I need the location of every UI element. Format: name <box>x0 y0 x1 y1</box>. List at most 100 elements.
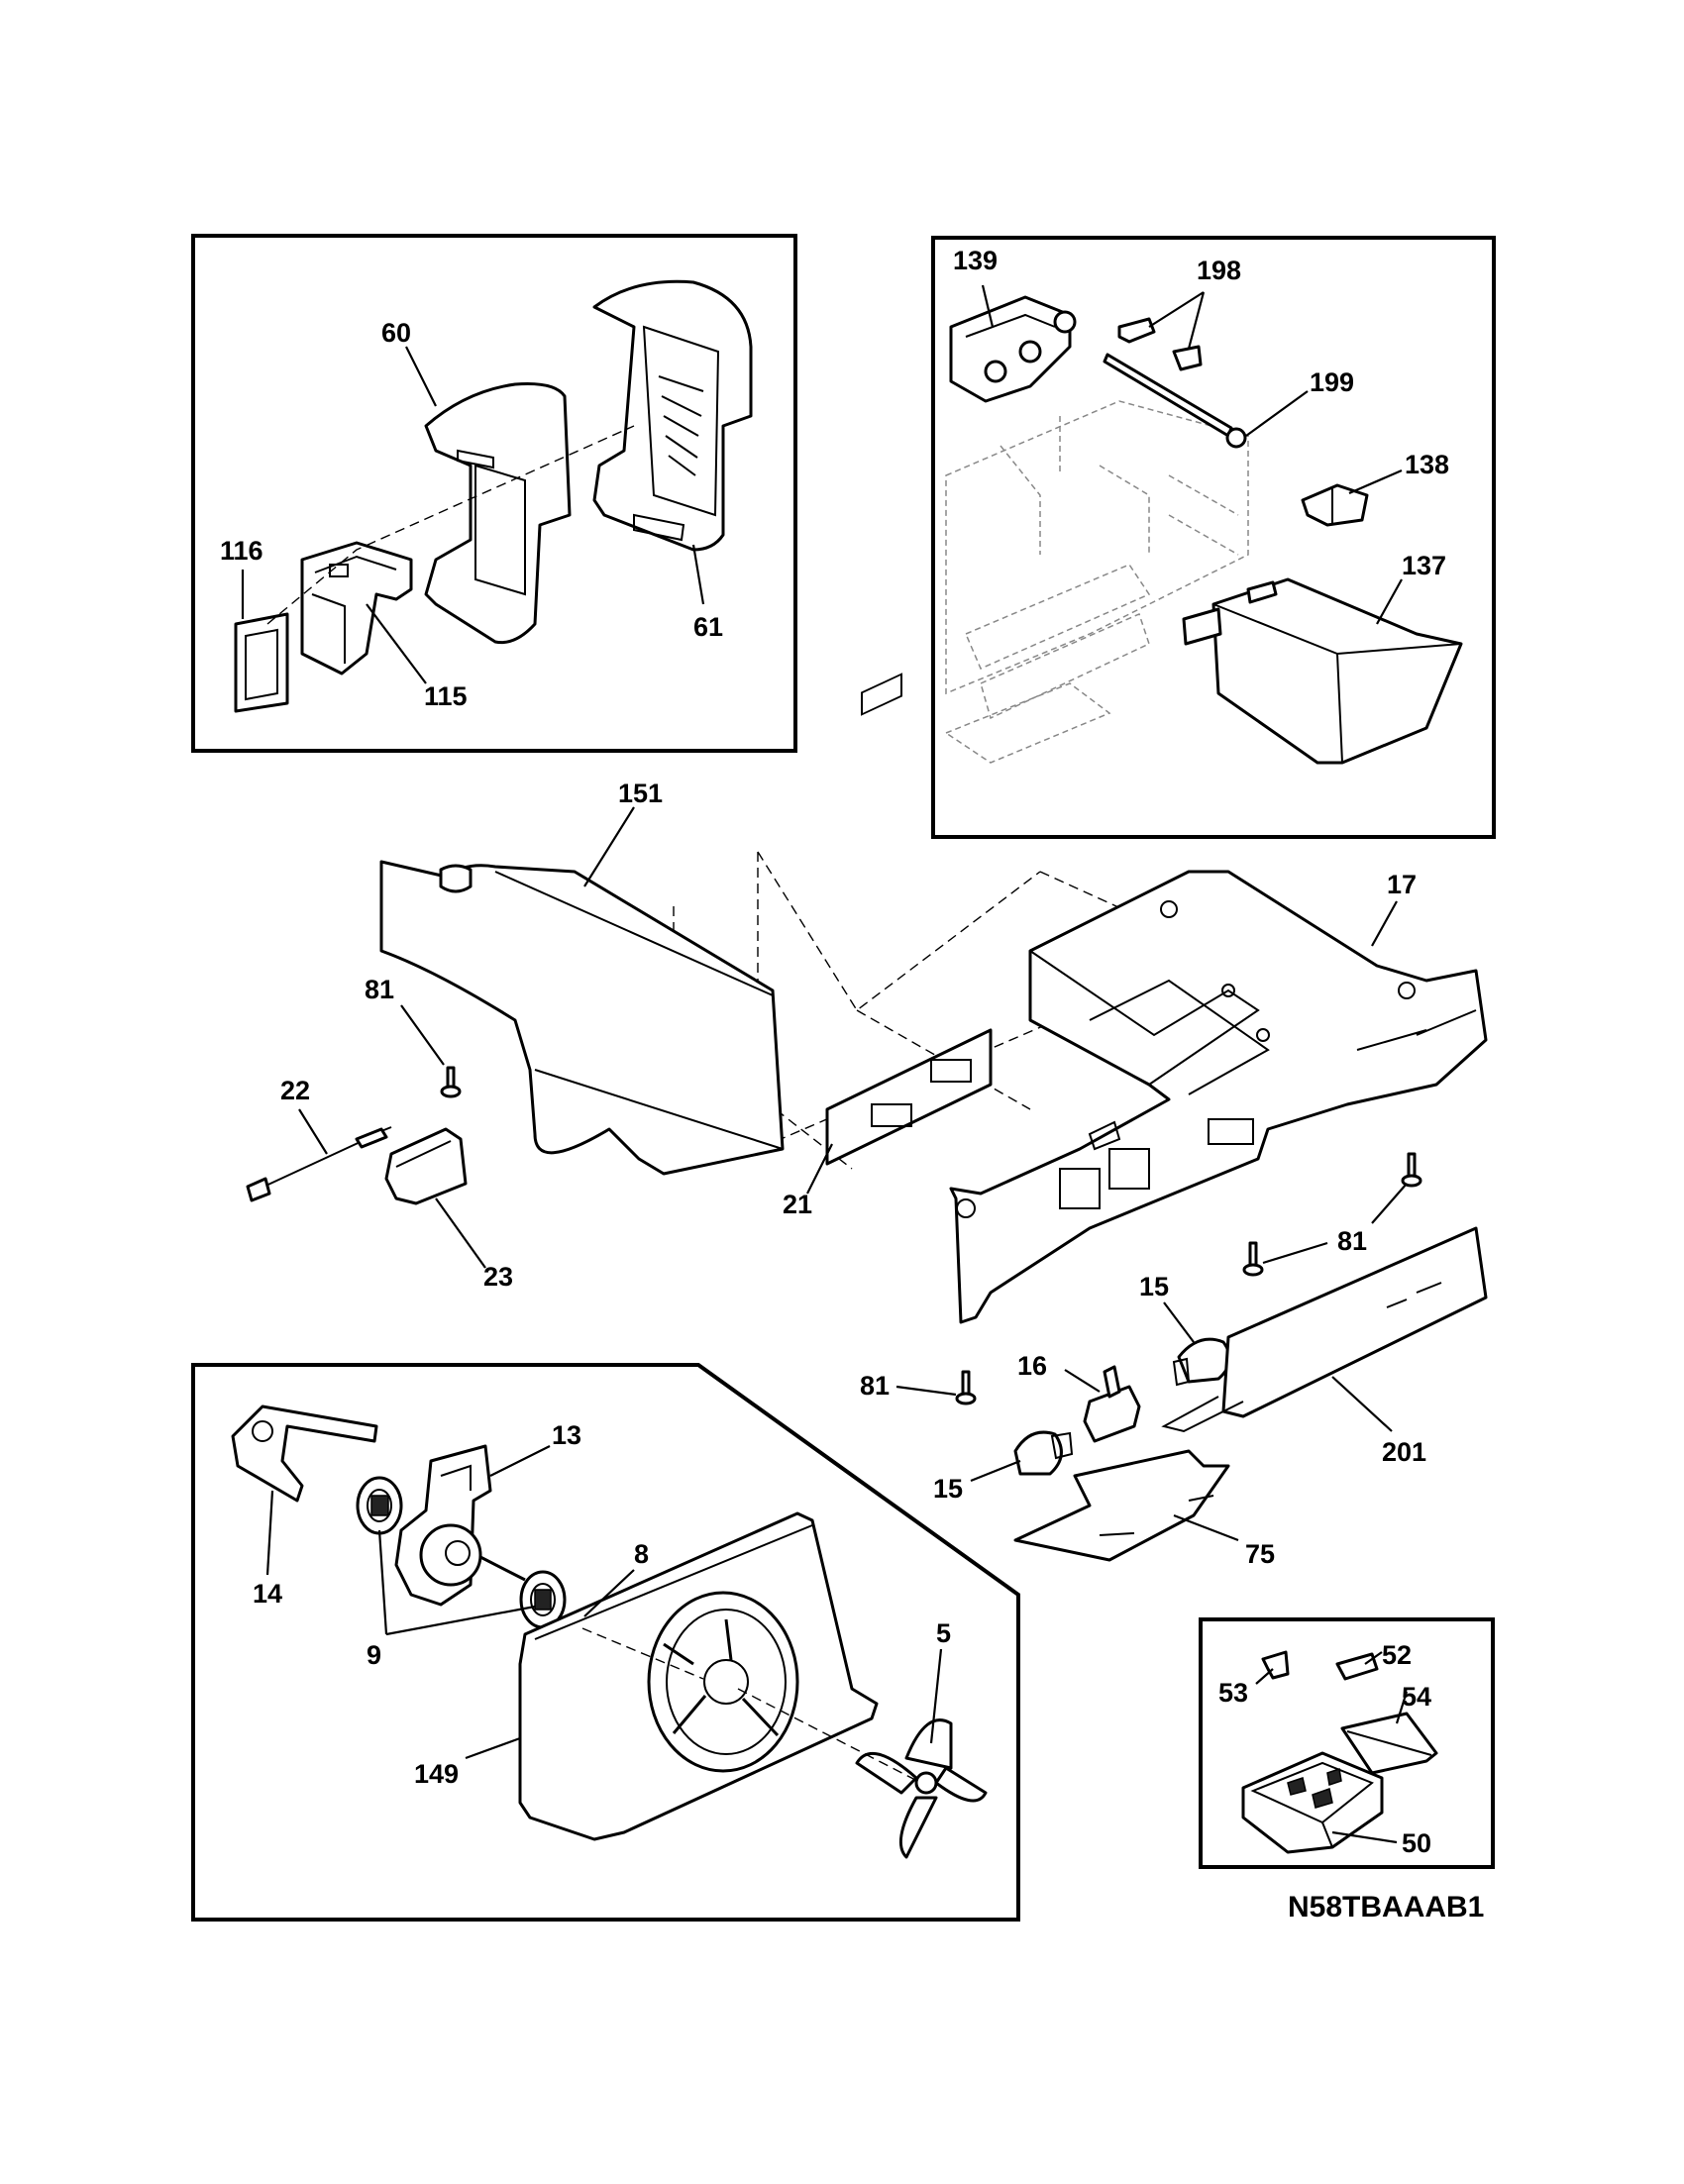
leader-75 <box>1173 1513 1239 1542</box>
part-15-bulb-upper <box>1172 1337 1231 1387</box>
leader-22 <box>298 1108 328 1155</box>
leader-115 <box>366 603 427 684</box>
part-54-plate <box>1340 1712 1438 1775</box>
model-code: N58TBAAAB1 <box>1288 1891 1484 1924</box>
part-199-rod <box>1103 353 1247 449</box>
callout-61: 61 <box>693 612 723 642</box>
assembly-line-fan <box>581 1627 922 1784</box>
part-21-control-board <box>825 673 993 1166</box>
callout-53: 53 <box>1218 1678 1248 1708</box>
callout-50: 50 <box>1402 1828 1431 1858</box>
leader-14 <box>265 1490 274 1576</box>
callout-116: 116 <box>220 536 263 566</box>
inset-solenoid: 139 198 199 138 137 <box>931 236 1496 839</box>
part-75-cover <box>1013 1449 1230 1562</box>
assembly-lines-main <box>673 851 1150 1170</box>
callout-151: 151 <box>618 779 663 808</box>
leader-201 <box>1331 1376 1393 1432</box>
inset-frame-bottom-right <box>1199 1617 1495 1869</box>
callout-16: 16 <box>1017 1351 1047 1381</box>
callout-22: 22 <box>280 1076 310 1105</box>
callout-23: 23 <box>483 1262 513 1292</box>
part-116-gasket <box>234 612 289 713</box>
part-5-fan-blade <box>855 1718 988 1859</box>
leader-15-b <box>970 1459 1021 1483</box>
part-115-actuator <box>300 541 413 676</box>
part-137-container <box>1182 577 1463 765</box>
part-14-bracket <box>231 1404 378 1503</box>
part-23-cover <box>384 1127 468 1205</box>
leader-16 <box>1064 1369 1101 1393</box>
part-53-clip <box>1261 1650 1290 1680</box>
leader-5 <box>929 1648 943 1744</box>
leader-15-a <box>1163 1301 1195 1343</box>
part-50-control-box <box>1241 1751 1384 1854</box>
inset-actuator-housing: 60 61 115 116 <box>191 234 797 753</box>
leader-13 <box>489 1445 551 1477</box>
leader-17 <box>1371 900 1398 947</box>
screw-81-b <box>1242 1241 1264 1277</box>
part-151-duct <box>379 860 785 1176</box>
part-60-housing <box>424 382 572 645</box>
part-61-housing <box>592 279 753 552</box>
callout-54: 54 <box>1402 1682 1431 1712</box>
leader-199 <box>1245 390 1309 437</box>
leader-8 <box>583 1569 635 1617</box>
callout-198: 198 <box>1197 256 1241 285</box>
callout-199: 199 <box>1310 367 1354 397</box>
leader-137 <box>1376 578 1403 625</box>
screw-81-d <box>955 1370 977 1405</box>
leader-81-d <box>895 1385 957 1397</box>
part-149-shroud <box>518 1511 879 1841</box>
part-16-socket <box>1083 1365 1141 1443</box>
main-dispenser-assembly: 151 17 81 81 81 22 23 21 15 15 16 201 75 <box>246 673 1488 1569</box>
callout-5: 5 <box>936 1618 951 1648</box>
callout-137: 137 <box>1402 551 1446 580</box>
inset-fan-assembly: 13 14 9 8 5 149 <box>191 1363 1020 1922</box>
callout-15-a: 15 <box>1139 1272 1169 1301</box>
callout-81-a: 81 <box>365 975 394 1004</box>
callout-8: 8 <box>634 1539 649 1569</box>
part-52-clip <box>1335 1652 1379 1681</box>
leader-198 <box>1148 291 1206 350</box>
leader-53 <box>1255 1668 1274 1685</box>
callout-201: 201 <box>1382 1437 1426 1467</box>
part-17-housing <box>949 870 1488 1324</box>
part-201-overlay <box>1161 1226 1488 1433</box>
callout-52: 52 <box>1382 1640 1412 1670</box>
motor-shaft <box>479 1555 526 1582</box>
leader-139 <box>981 284 995 328</box>
part-198-clips <box>1117 317 1203 371</box>
leader-23 <box>435 1197 486 1269</box>
leader-81-c <box>1371 1183 1408 1224</box>
part-13-motor <box>394 1444 492 1607</box>
leader-9 <box>377 1529 536 1636</box>
inset-frame-bottom-left <box>191 1363 1020 1922</box>
callout-60: 60 <box>381 318 411 348</box>
leader-52 <box>1364 1651 1383 1665</box>
part-139-solenoid <box>949 295 1077 403</box>
leader-149 <box>465 1736 521 1760</box>
callout-81-d: 81 <box>860 1371 890 1401</box>
callout-15-b: 15 <box>933 1474 963 1504</box>
leader-151 <box>583 806 635 887</box>
leader-50 <box>1331 1830 1398 1844</box>
callout-13: 13 <box>552 1420 581 1450</box>
callout-75: 75 <box>1245 1539 1275 1569</box>
assembly-line-inset1 <box>266 425 635 625</box>
leader-21 <box>806 1143 833 1195</box>
callout-21: 21 <box>783 1190 812 1219</box>
part-9-wheel-a <box>356 1476 403 1535</box>
leader-138 <box>1348 468 1403 495</box>
callout-9: 9 <box>367 1640 381 1670</box>
callout-139: 139 <box>953 246 998 275</box>
callout-138: 138 <box>1405 450 1449 479</box>
inset-frame-top-right <box>931 236 1496 839</box>
callout-115: 115 <box>424 681 468 711</box>
part-22-thermistor <box>246 1126 392 1202</box>
leader-54 <box>1395 1691 1409 1724</box>
inset-frame-top-left <box>191 234 797 753</box>
leader-61 <box>691 544 705 605</box>
part-138-bracket <box>1301 483 1369 527</box>
